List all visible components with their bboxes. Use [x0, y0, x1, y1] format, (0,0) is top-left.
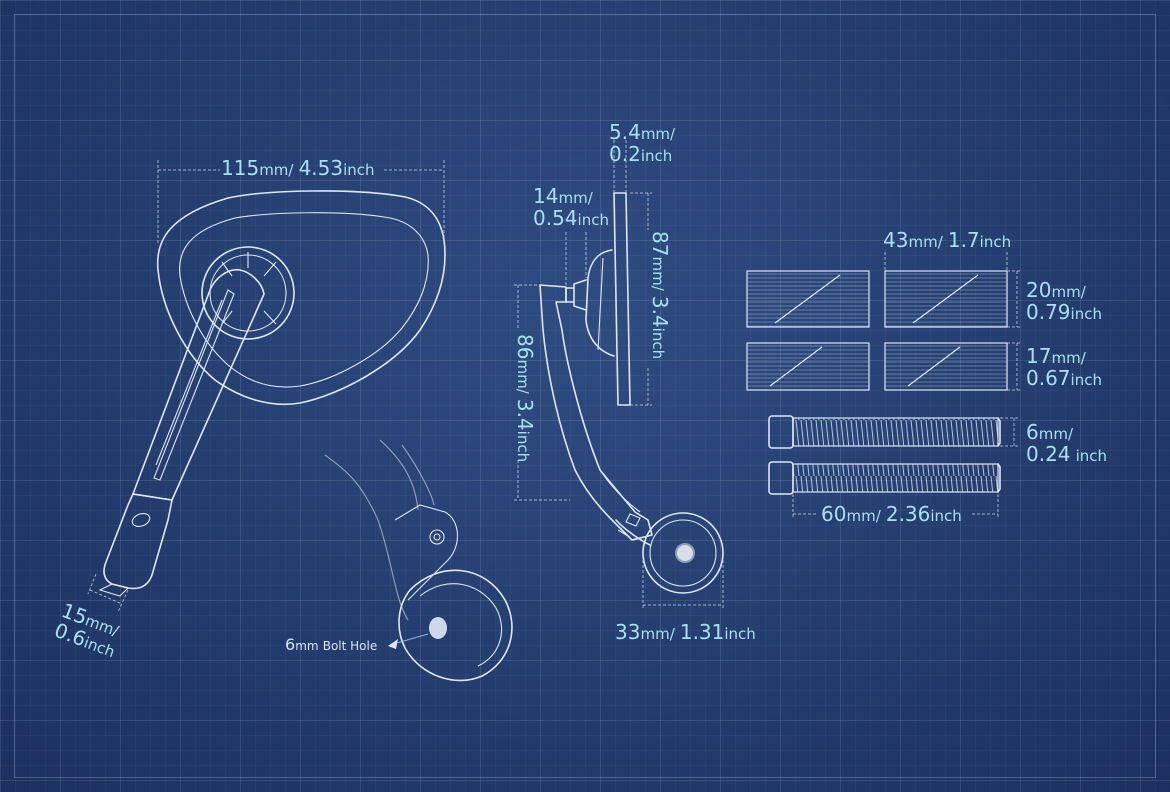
dim-bolts: [792, 417, 1020, 518]
dim-pads: [884, 252, 1022, 391]
label-clamp-diameter: 33mm/ 1.31inch: [615, 620, 756, 644]
label-bolt-hole: 6mm Bolt Hole: [285, 635, 378, 654]
rubber-pads: [746, 270, 1008, 391]
mirror-front-view: [98, 190, 446, 597]
label-bolt-diameter: 6mm/ 0.24 inch: [1026, 420, 1108, 466]
bracket-perspective-view: [324, 439, 513, 682]
label-glass-thickness: 5.4mm/ 0.2inch: [609, 120, 676, 166]
label-pad-small: 17mm/ 0.67inch: [1026, 344, 1102, 390]
dim-clamp-width: [87, 573, 129, 613]
label-mirror-height: 87mm/ 3.4inch: [648, 231, 672, 360]
label-arm-height: 86mm/ 3.4inch: [513, 334, 537, 463]
label-pad-large: 20mm/ 0.79inch: [1026, 278, 1102, 324]
label-ball-joint: 14mm/ 0.54inch: [533, 184, 609, 230]
bolts: [768, 415, 1001, 495]
blueprint-frame: [14, 14, 1156, 778]
dim-side-view: [514, 140, 724, 610]
label-bolt-length: 60mm/ 2.36inch: [821, 502, 962, 526]
label-mirror-width: 115mm/ 4.53inch: [221, 156, 375, 180]
label-pad-width: 43mm/ 1.7inch: [883, 228, 1012, 252]
dim-mirror-width: [157, 160, 445, 245]
mirror-side-view: [539, 192, 724, 594]
